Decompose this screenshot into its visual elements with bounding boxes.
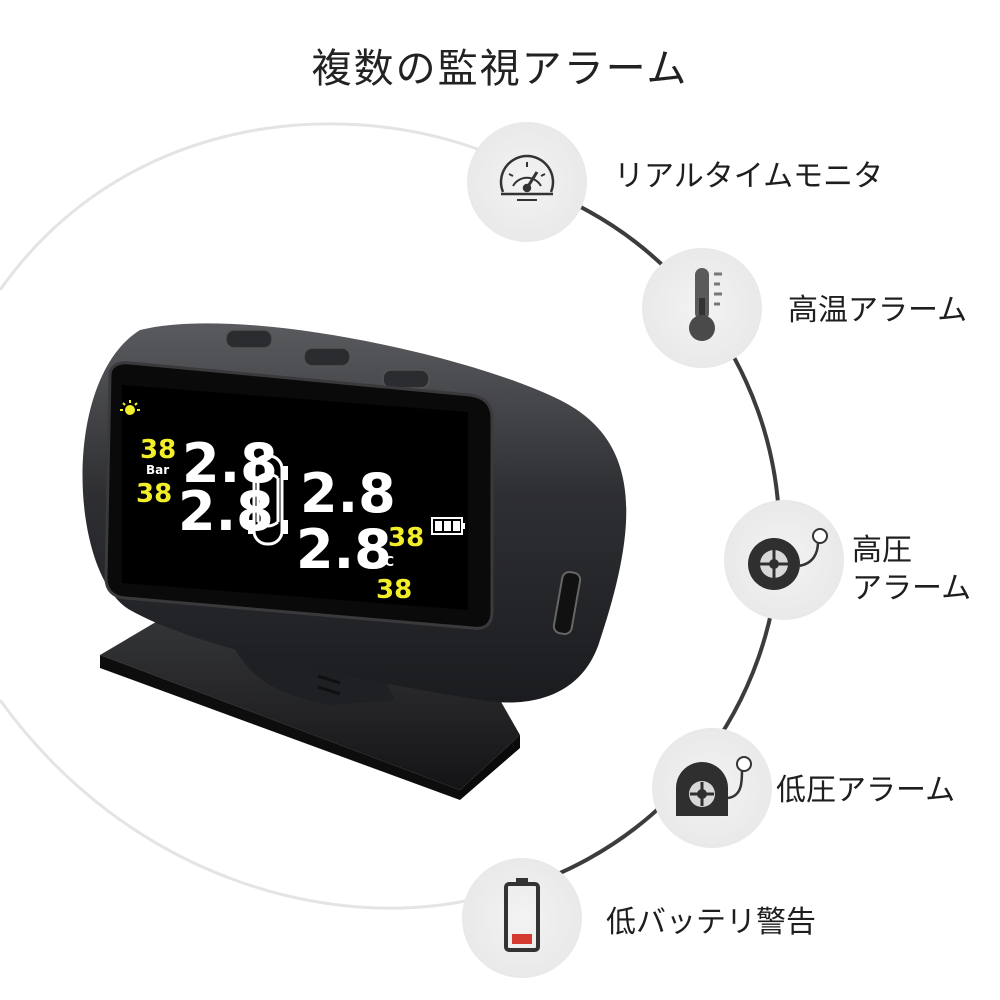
gauge-icon [499, 154, 555, 201]
temp-reading-rear-right: 38 [376, 575, 412, 605]
device-lcd [122, 385, 468, 610]
pressure-reading-front-left: 2.8 [182, 432, 278, 495]
tire-gauge-icon [748, 528, 828, 590]
feature-label-high-pressure-alarm: 高圧 アラーム [852, 532, 971, 608]
tpms-device: 38 Bar 38 2.8 2.8 2.8 2.8 38 °C [82, 323, 627, 800]
feature-label-low-pressure-alarm: 低圧アラーム [776, 773, 956, 808]
feature-label-high-temp-alarm: 高温アラーム [788, 293, 968, 328]
light-arc [0, 122, 481, 291]
flat-tire-icon [676, 756, 752, 816]
pressure-reading-rear-right: 2.8 [296, 518, 392, 581]
lcd-car-icon [248, 454, 288, 546]
temp-unit-label: °C [378, 555, 394, 570]
temp-reading-front-right: 38 [388, 523, 424, 553]
device-button-power [225, 329, 273, 349]
pressure-reading-front-right: 2.8 [300, 462, 396, 525]
thermometer-icon [689, 268, 722, 341]
temp-reading-rear-left: 38 [136, 479, 172, 509]
feature-label-high-pressure-line1: 高圧 [852, 533, 912, 568]
page-title: 複数の監視アラーム [311, 46, 689, 92]
pressure-unit-label: Bar [146, 463, 169, 477]
lcd-sun-icon [120, 400, 140, 415]
feature-label-high-pressure-line2: アラーム [852, 571, 972, 606]
feature-label-low-battery-warning: 低バッテリ警告 [606, 905, 816, 940]
lcd-battery-icon [431, 517, 465, 535]
feature-circle-1 [467, 122, 587, 242]
feature-circle-5 [462, 858, 582, 978]
low-battery-icon [504, 878, 540, 952]
light-arc [0, 699, 471, 910]
temp-reading-front-left: 38 [140, 435, 176, 465]
device-usb-port [552, 571, 582, 635]
feature-label-realtime-monitor: リアルタイムモニタ [614, 159, 884, 194]
device-button-up [382, 369, 430, 389]
device-button-mode [303, 347, 351, 367]
